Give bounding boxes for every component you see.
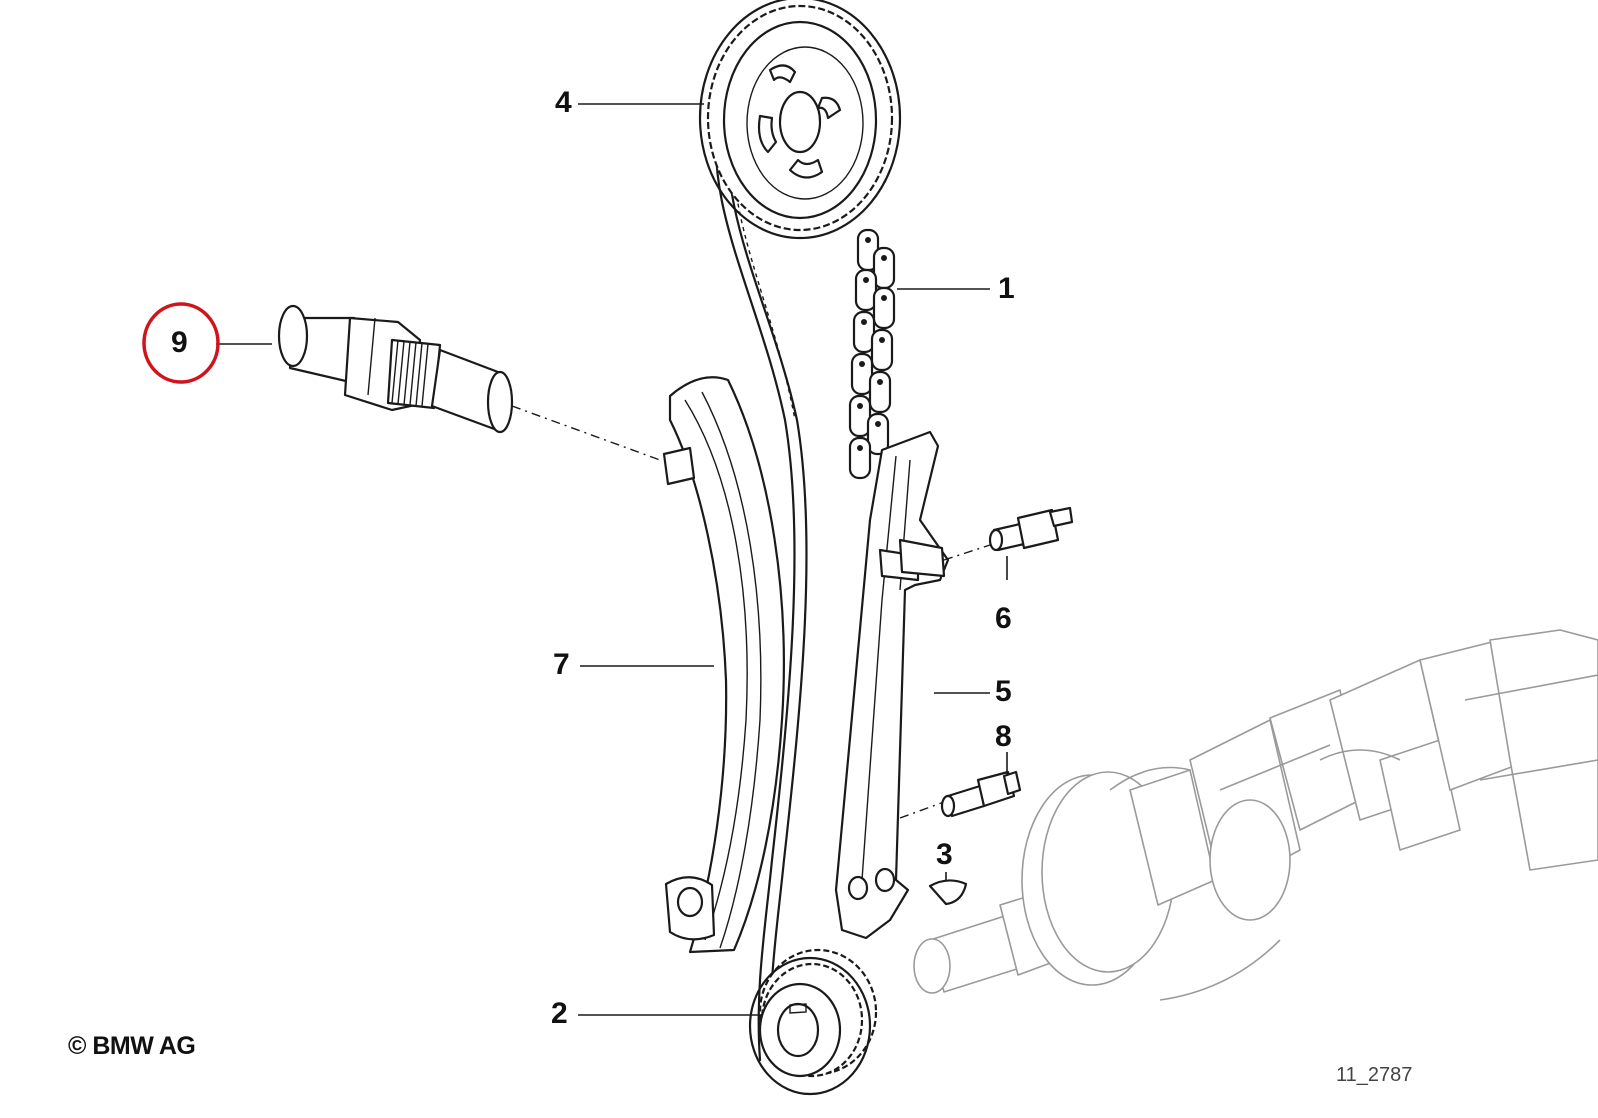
figure-code: 11_2787 xyxy=(1336,1064,1413,1086)
callout-6[interactable]: 6 xyxy=(995,602,1012,635)
guide-rail-drawing xyxy=(834,430,950,940)
callout-5[interactable]: 5 xyxy=(995,675,1012,708)
pin8-axis-line xyxy=(899,801,945,819)
chain-tensioner-drawing xyxy=(277,304,514,434)
callout-9-highlight-ring xyxy=(142,302,220,384)
callout-9[interactable]: 9 xyxy=(171,326,188,359)
guide-pin-8-drawing xyxy=(940,770,1022,818)
crankshaft-ghost xyxy=(913,629,1598,1001)
timing-chain-drawing xyxy=(714,108,896,1062)
tensioner-rail-drawing xyxy=(662,376,785,954)
callout-7[interactable]: 7 xyxy=(553,648,570,681)
tensioner-axis-line xyxy=(511,405,661,461)
guide-pin-6-drawing xyxy=(988,506,1074,552)
copyright-notice: © BMW AG xyxy=(68,1032,196,1060)
callout-1[interactable]: 1 xyxy=(998,272,1015,305)
woodruff-key-drawing xyxy=(928,879,968,906)
callout-4[interactable]: 4 xyxy=(555,86,572,119)
callout-2[interactable]: 2 xyxy=(551,997,568,1030)
leader-lines xyxy=(216,103,1008,1016)
callout-3[interactable]: 3 xyxy=(936,838,953,871)
pin6-axis-line xyxy=(943,544,991,561)
callout-8[interactable]: 8 xyxy=(995,720,1012,753)
camshaft-sprocket-drawing xyxy=(698,0,902,240)
crankshaft-sprocket-drawing xyxy=(748,948,878,1096)
